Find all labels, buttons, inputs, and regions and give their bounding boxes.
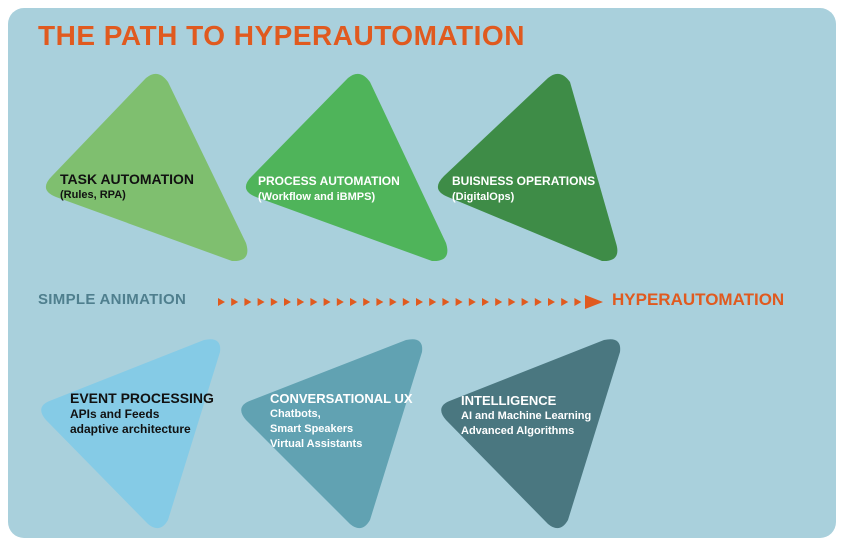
arrow-dot bbox=[468, 298, 476, 306]
triangle-event-processing bbox=[41, 339, 221, 529]
arrow-dot bbox=[323, 298, 331, 306]
axis-start-label: SIMPLE ANIMATION bbox=[38, 291, 187, 308]
label-intelligence: INTELLIGENCE AI and Machine Learning Adv… bbox=[461, 392, 591, 439]
triangle-intelligence bbox=[441, 339, 621, 529]
arrow-dot bbox=[548, 298, 555, 306]
arrow-dot bbox=[521, 298, 529, 306]
task-automation-line: (Rules, RPA) bbox=[60, 189, 126, 201]
page-title: THE PATH TO HYPERAUTOMATION bbox=[38, 20, 525, 51]
arrow-dot bbox=[402, 298, 410, 306]
event-processing-line-2: adaptive architecture bbox=[70, 422, 191, 436]
intelligence-line-1: AI and Machine Learning bbox=[461, 410, 592, 422]
arrow-dot bbox=[508, 298, 516, 306]
arrow-dot bbox=[495, 298, 503, 306]
event-processing-line-1: APIs and Feeds bbox=[70, 407, 160, 421]
arrow-dot bbox=[389, 298, 397, 306]
arrow-dot bbox=[270, 298, 278, 306]
intelligence-heading: INTELLIGENCE bbox=[461, 393, 557, 408]
arrow-dot bbox=[574, 298, 582, 306]
arrow-dot bbox=[244, 298, 252, 306]
label-business-operations: BUISNESS OPERATIONS (DigitalOps) bbox=[452, 173, 595, 205]
arrow-dot bbox=[376, 298, 384, 306]
arrow-dot bbox=[310, 298, 318, 306]
arrow-dot bbox=[336, 298, 344, 306]
arrow-dot bbox=[257, 298, 265, 306]
task-automation-heading: TASK AUTOMATION bbox=[60, 171, 195, 187]
label-task-automation: TASK AUTOMATION (Rules, RPA) bbox=[60, 171, 194, 203]
triangle-business-operations bbox=[437, 73, 618, 262]
business-operations-line: (DigitalOps) bbox=[452, 191, 515, 203]
conversational-ux-line-1: Chatbots, bbox=[270, 408, 321, 420]
intelligence-line-2: Advanced Algorithms bbox=[461, 425, 575, 437]
progression-arrow-head bbox=[585, 295, 603, 309]
arrow-dot bbox=[561, 298, 569, 306]
process-automation-line: (Workflow and iBMPS) bbox=[258, 191, 376, 203]
conversational-ux-line-2: Smart Speakers bbox=[270, 423, 354, 435]
arrow-dot bbox=[363, 298, 371, 306]
conversational-ux-heading: CONVERSATIONAL UX bbox=[270, 391, 413, 406]
triangle-conversational-ux bbox=[241, 339, 423, 529]
label-process-automation: PROCESS AUTOMATION (Workflow and iBMPS) bbox=[258, 173, 400, 205]
arrow-dot bbox=[416, 298, 423, 306]
arrow-dot bbox=[297, 298, 305, 306]
arrow-dot bbox=[231, 298, 239, 306]
triangle-task-automation bbox=[45, 73, 248, 262]
axis-end-label: HYPERAUTOMATION bbox=[612, 290, 785, 309]
progression-arrow-dots bbox=[218, 298, 582, 306]
triangle-process-automation bbox=[245, 73, 448, 262]
arrow-dot bbox=[350, 298, 357, 306]
arrow-dot bbox=[218, 298, 225, 306]
event-processing-heading: EVENT PROCESSING bbox=[70, 390, 214, 406]
arrow-dot bbox=[482, 298, 489, 306]
label-event-processing: EVENT PROCESSING APIs and Feeds adaptive… bbox=[70, 390, 214, 437]
business-operations-heading: BUISNESS OPERATIONS bbox=[452, 174, 596, 188]
label-conversational-ux: CONVERSATIONAL UX Chatbots, Smart Speake… bbox=[270, 390, 413, 452]
conversational-ux-line-3: Virtual Assistants bbox=[270, 438, 363, 450]
arrow-dot bbox=[284, 298, 291, 306]
arrow-dot bbox=[534, 298, 542, 306]
process-automation-heading: PROCESS AUTOMATION bbox=[258, 174, 400, 188]
arrow-dot bbox=[429, 298, 437, 306]
arrow-dot bbox=[455, 298, 463, 306]
arrow-dot bbox=[442, 298, 450, 306]
